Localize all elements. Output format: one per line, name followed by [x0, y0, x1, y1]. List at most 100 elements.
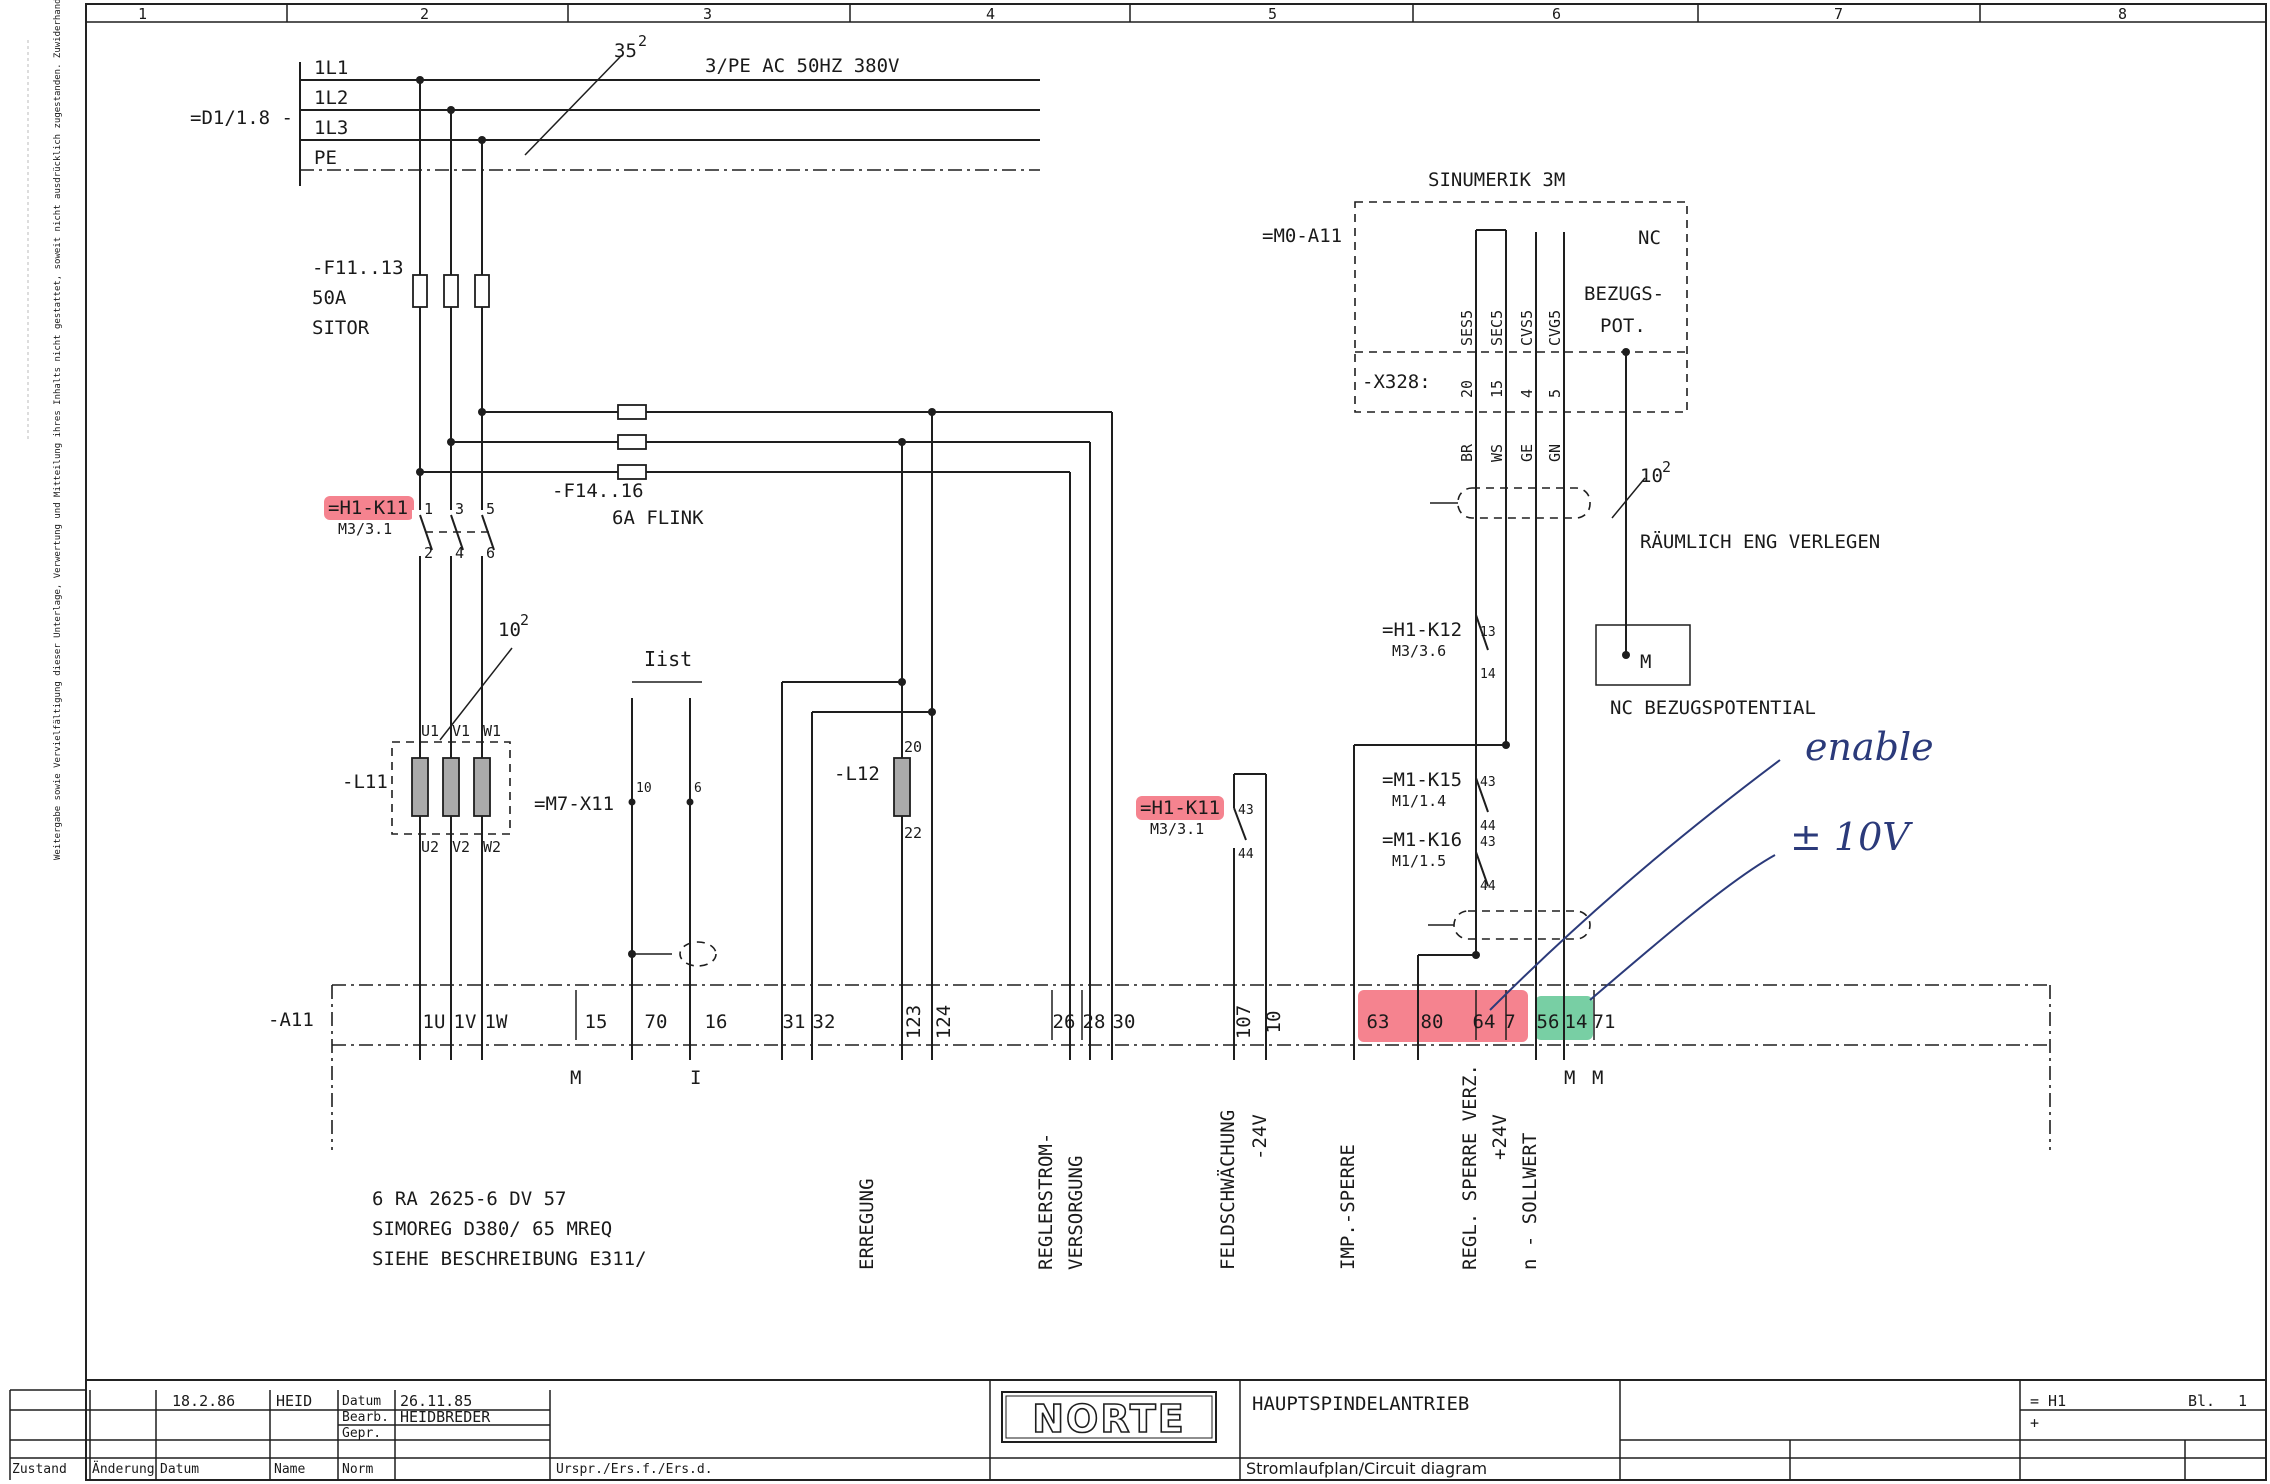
main-phases [416, 76, 486, 1060]
supply-cable-exp: 2 [638, 32, 647, 50]
terminal-123: 123 [903, 1005, 925, 1039]
title-block: 18.2.86 HEID Datum 26.11.85 Bearb. HEIDB… [9, 1380, 2266, 1480]
terminal-63: 63 [1367, 1011, 1390, 1033]
drawing-frame: 1 2 3 4 5 6 7 8 [85, 3, 2267, 1481]
feedback-title: Iist [644, 647, 692, 671]
relay-k12-pin-14: 14 [1480, 667, 1496, 682]
terminal-32: 32 [813, 1011, 836, 1033]
handwritten-enable: enable [1805, 725, 1934, 769]
tb-norm-label: Norm [342, 1462, 373, 1477]
annot-feld-2: -24V [1249, 1114, 1271, 1160]
supply-line-1l2: 1L2 [314, 87, 348, 109]
wire-color-gn: GN [1546, 444, 1564, 462]
tb-blatt-nr: 1 [2238, 1392, 2247, 1410]
contactor-pin-2: 2 [424, 544, 433, 562]
annot-imp: IMP.-SPERRE [1337, 1144, 1359, 1270]
annot-feld-1: FELDSCHWÄCHUNG [1216, 1110, 1239, 1270]
norte-logo-text: NORTE [1032, 1397, 1186, 1441]
terminal-30: 30 [1113, 1011, 1136, 1033]
reactor-l11: -L11 10 2 U1 V1 W1 U2 V2 W2 [342, 611, 529, 856]
reactor-cable: 10 [498, 619, 521, 641]
contactor-pin-4: 4 [455, 544, 464, 562]
tb-zustand: Zustand [12, 1462, 67, 1477]
field-pin-20: 20 [904, 738, 922, 756]
field-pin-22: 22 [904, 824, 922, 842]
tb-bearb-label: Bearb. [342, 1410, 389, 1425]
relay-k16-pin-44: 44 [1480, 879, 1496, 894]
feedback-ref: =M7-X11 [534, 793, 614, 815]
field-circuit: -L12 20 22 [781, 678, 936, 1060]
contactor-pin-1: 1 [424, 500, 433, 518]
terminal-10: 10 [1263, 1011, 1285, 1034]
terminal-15: 15 [585, 1011, 608, 1033]
tb-name-2: Name [274, 1462, 305, 1477]
contactor-field-ref: =H1-K11 [1140, 797, 1220, 819]
main-contactor: =H1-K11 M3/3.1 1 3 5 2 4 6 [328, 497, 495, 562]
relay-k15-pin-43: 43 [1480, 775, 1496, 790]
tb-datum-2: Datum [160, 1462, 199, 1477]
nc-signal-sec5: SEC5 [1488, 310, 1506, 346]
contactor-field-sub: M3/3.1 [1150, 820, 1204, 838]
annot-regler-2: VERSORGUNG [1065, 1156, 1087, 1270]
terminal-71: 71 [1593, 1011, 1616, 1033]
annot-sollwert: n - SOLLWERT [1519, 1133, 1541, 1270]
nc-x328: -X328: [1362, 371, 1431, 393]
nc-pin-5: 5 [1546, 389, 1564, 398]
nc-m-label: M [1640, 651, 1651, 673]
supply-line-1l1: 1L1 [314, 57, 348, 79]
nc-signal-cvg5: CVG5 [1546, 310, 1564, 346]
nc-sinumerik: SINUMERIK 3M =M0-A11 NC -X328: BEZUGS- P… [1262, 169, 1880, 1060]
power-supply: =D1/1.8 - 1L1 1L2 1L3 PE 3/PE AC 50HZ 38… [190, 32, 1040, 186]
margin-legal-note: Weitergabe sowie Vervielfältigung dieser… [53, 0, 63, 860]
motor-feedback: Iist =M7-X11 10 6 [534, 647, 717, 1060]
tb-bearb: HEIDBREDER [400, 1408, 491, 1426]
highlight-k11-field [1136, 796, 1224, 820]
nc-label: NC [1638, 227, 1661, 249]
contactor-field-pin-43: 43 [1238, 803, 1254, 818]
reactor-ref: -L11 [342, 771, 388, 793]
terminal-64: 64 [1473, 1011, 1496, 1033]
signal-annotations: ERREGUNG REGLERSTROM- VERSORGUNG FELDSCH… [856, 1064, 1541, 1270]
nc-pin-4: 4 [1518, 389, 1536, 398]
reactor-v2: V2 [452, 838, 470, 856]
column-7: 7 [1834, 5, 1843, 23]
supply-line-1l3: 1L3 [314, 117, 348, 139]
drive-line-1: 6 RA 2625-6 DV 57 [372, 1188, 566, 1210]
drive-description: 6 RA 2625-6 DV 57 SIMOREG D380/ 65 MREQ … [372, 1188, 647, 1270]
nc-pin-15: 15 [1488, 380, 1506, 398]
terminal-below-m: M [1564, 1067, 1575, 1089]
feedback-pin-6: 6 [694, 781, 702, 796]
reactor-u2: U2 [421, 838, 439, 856]
contactor-pin-5: 5 [486, 500, 495, 518]
handwritten-notes: enable ± 10V [1489, 725, 1934, 1011]
terminal-28: 28 [1083, 1011, 1106, 1033]
nc-pin-20: 20 [1458, 380, 1476, 398]
terminal-7: 7 [1504, 1011, 1515, 1033]
terminal-16: 16 [705, 1011, 728, 1033]
contactor-pin-6: 6 [486, 544, 495, 562]
supply-cable: 35 [614, 40, 637, 62]
relay-k12-sub: M3/3.6 [1392, 642, 1446, 660]
column-2: 2 [420, 5, 429, 23]
annot-regl-1: REGL. SPERRE VERZ. [1459, 1064, 1481, 1270]
contactor-main-ref: =H1-K11 [328, 497, 408, 519]
terminal-56: 56 [1537, 1011, 1560, 1033]
relay-k16-pin-43: 43 [1480, 835, 1496, 850]
relay-k12-pin-13: 13 [1480, 625, 1496, 640]
field-ref: -L12 [834, 763, 880, 785]
highlight-k11-main [324, 496, 414, 520]
terminal-1U: 1U [423, 1011, 446, 1033]
relay-k15-ref: =M1-K15 [1382, 769, 1462, 791]
terminal-14: 14 [1565, 1011, 1588, 1033]
terminal-124: 124 [933, 1005, 955, 1039]
nc-signal-ses5: SES5 [1458, 310, 1476, 346]
fuses-aux-ref: -F14..16 [552, 480, 644, 502]
supply-line-pe: PE [314, 147, 337, 169]
tb-datum: 26.11.85 [400, 1392, 472, 1410]
aux-feeds: -F14..16 6A FLINK [416, 404, 1113, 1060]
tb-title: HAUPTSPINDELANTRIEB [1252, 1393, 1469, 1415]
main-fuses: -F11..13 50A SITOR [312, 257, 490, 339]
norte-logo [1001, 1391, 1217, 1443]
wire-color-ws: WS [1488, 444, 1506, 462]
